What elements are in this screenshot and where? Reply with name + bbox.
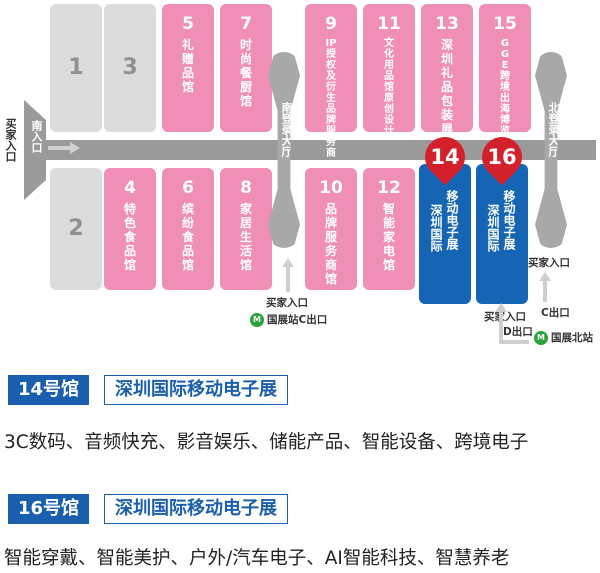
- d-exit-arrow-icon: [495, 303, 507, 312]
- hall-5[interactable]: 5 礼赠品馆: [162, 4, 214, 132]
- south-entrance-arrow-icon: [282, 258, 294, 267]
- hall-number: 4: [124, 178, 136, 198]
- hall-3[interactable]: 3: [104, 4, 156, 132]
- hall-16-line2: 移动电子展: [502, 190, 516, 250]
- west-buyer-entrance-label: 买家入口: [4, 118, 17, 162]
- d-exit-arrow-stem: [499, 310, 503, 344]
- hall-name: 智能家电馆: [382, 202, 395, 272]
- hall-14-line2: 移动电子展: [445, 190, 459, 250]
- hall-name: 缤纷食品馆: [181, 202, 194, 272]
- hall-number: 12: [377, 178, 401, 198]
- hall-14-description: 3C数码、音频快充、影音娱乐、储能产品、智能设备、跨境电子: [4, 432, 529, 453]
- hall-name: GGE跨境出海博览会: [500, 38, 510, 148]
- south-entrance-arrow-stem: [286, 266, 290, 292]
- hall-number: 8: [240, 178, 252, 198]
- south-gate-label: 南入口: [30, 120, 43, 153]
- hall-number: 6: [182, 178, 194, 198]
- hall-14-badge: 14号馆: [8, 375, 90, 405]
- hall-name: 家居生活馆: [239, 202, 252, 272]
- hall-number: 13: [435, 14, 459, 34]
- south-lobby-label: 南登录大厅: [280, 102, 293, 157]
- hall-12[interactable]: 12 智能家电馆: [363, 168, 415, 290]
- hall-16[interactable]: 移动电子展 深圳国际: [476, 164, 528, 304]
- hall-name: 品牌服务商馆: [324, 202, 337, 286]
- hall-number: 3: [122, 55, 138, 80]
- hall-name: 文化用品馆原创设计: [384, 38, 394, 137]
- hall-16-pin-number: 16: [487, 145, 517, 169]
- hall-14[interactable]: 移动电子展 深圳国际: [419, 164, 471, 304]
- hall-13[interactable]: 13 深圳礼品包装展: [421, 4, 473, 136]
- road-arrow-icon: [48, 146, 70, 150]
- hall-number: 7: [240, 14, 252, 34]
- hall-7[interactable]: 7 时尚餐厨馆: [220, 4, 272, 132]
- metro-icon: M: [250, 313, 264, 327]
- hall-4[interactable]: 4 特色食品馆: [104, 168, 156, 290]
- d-exit-label: D出口: [503, 326, 533, 338]
- west-entrance-wall: [24, 100, 46, 200]
- hall-number: 5: [182, 14, 194, 34]
- hall-number: 2: [68, 216, 84, 241]
- hall-16-badge: 16号馆: [8, 494, 90, 524]
- north-entrance-arrow-icon: [539, 272, 551, 281]
- hall-1[interactable]: 1: [50, 4, 102, 132]
- north-buyer-entrance-label: 买家入口: [528, 257, 570, 269]
- hall-number: 11: [377, 14, 401, 34]
- hall-number: 1: [68, 55, 84, 80]
- hall-name: 特色食品馆: [123, 202, 136, 272]
- hall-16-description: 智能穿戴、智能美护、户外/汽车电子、AI智能科技、智慧养老: [4, 548, 510, 569]
- hall-name: 深圳礼品包装展: [440, 38, 453, 136]
- north-lobby-label: 北登录大厅: [547, 102, 560, 157]
- hall-16-title: 深圳国际移动电子展: [104, 494, 288, 524]
- hall-name: 礼赠品馆: [181, 38, 194, 94]
- hall-10[interactable]: 10 品牌服务商馆: [305, 168, 357, 290]
- north-c-exit-label: C出口: [541, 307, 570, 319]
- metro-north-label: 国展北站: [551, 332, 593, 344]
- hall-14-line1: 深圳国际: [429, 204, 443, 252]
- road-arrow-head-icon: [70, 142, 80, 154]
- hall-11[interactable]: 11 文化用品馆原创设计: [363, 4, 415, 137]
- hall-number: 15: [493, 14, 517, 34]
- north-entrance-arrow-stem: [543, 280, 547, 302]
- hall-14-pin-number: 14: [430, 145, 460, 169]
- hall-8[interactable]: 8 家居生活馆: [220, 168, 272, 290]
- hall-number: 10: [319, 178, 343, 198]
- hall-number: 9: [325, 14, 337, 34]
- metro-c-exit-label: 国展站C出口: [267, 314, 328, 326]
- metro-icon: M: [534, 331, 548, 345]
- hall-name: IP授权及衍生品牌服务商: [325, 38, 337, 159]
- hall-2[interactable]: 2: [50, 168, 102, 290]
- buyer-entrance-d-label: 买家入口: [484, 311, 526, 323]
- hall-15[interactable]: 15GGE跨境出海博览会: [479, 4, 531, 148]
- hall-16-line1: 深圳国际: [486, 204, 500, 252]
- hall-14-title: 深圳国际移动电子展: [104, 375, 288, 405]
- hall-6[interactable]: 6 缤纷食品馆: [162, 168, 214, 290]
- south-buyer-entrance-label: 买家入口: [266, 297, 308, 309]
- hall-name: 时尚餐厨馆: [239, 38, 252, 108]
- d-exit-arrow-base: [499, 340, 529, 344]
